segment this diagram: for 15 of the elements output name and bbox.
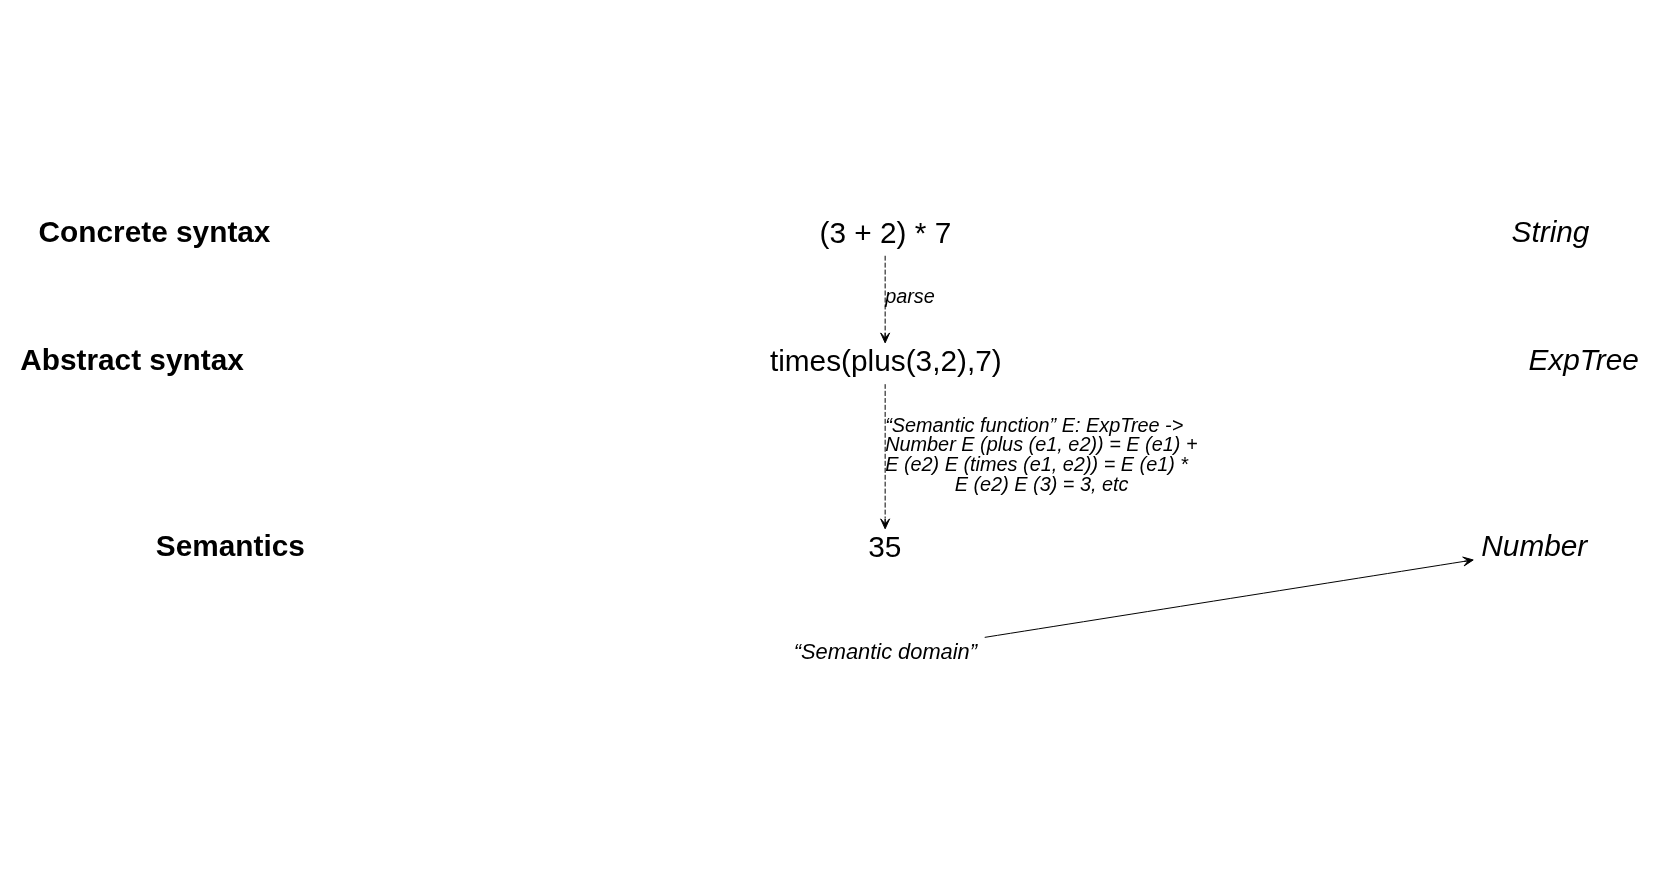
arrow [880, 255, 891, 344]
edge-label: parse [885, 285, 935, 308]
label: Semantics [155, 528, 305, 562]
label: Abstract syntax [20, 342, 244, 376]
node-text: Number [1481, 528, 1588, 562]
label: Concrete syntax [38, 214, 271, 248]
node-text: times(plus(3,2),7) [769, 343, 1002, 377]
label: String [1511, 214, 1590, 248]
label: ExpTree [1528, 342, 1639, 376]
node-text: “Semantic domain” [793, 638, 978, 664]
arrow [984, 556, 1474, 638]
arrow [880, 383, 891, 530]
edge-label: “Semantic function” E: ExpTree -> Number E (plus (e1, e2)) = E (e1) + E (e2) E (times (e1, e2)) = E (e1) * E (e2) E (3) = 3, etc [885, 413, 1198, 496]
node-text: 35 [868, 529, 902, 563]
node-text: (3 + 2) * 7 [819, 215, 952, 249]
